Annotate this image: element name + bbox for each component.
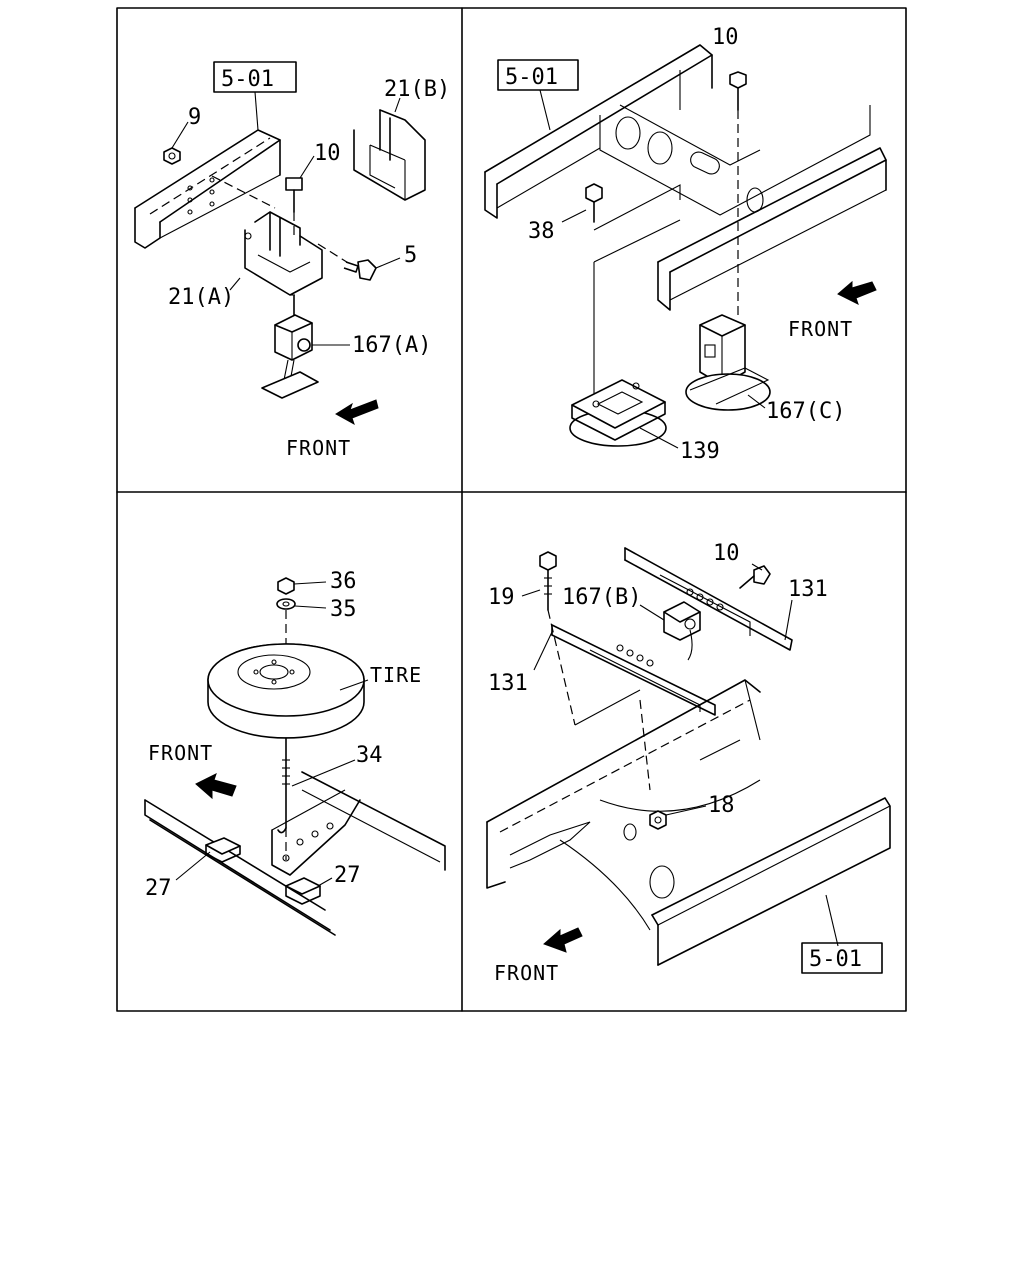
callout-tire: TIRE <box>370 663 422 687</box>
hook-34 <box>277 737 290 834</box>
callout-167B: 167(B) <box>562 585 641 610</box>
ref-box-5-01[interactable]: 5-01 <box>497 59 579 91</box>
frame-rail <box>144 771 446 936</box>
front-label: FRONT <box>286 436 351 460</box>
callout-10: 10 <box>712 25 739 50</box>
spare-tire <box>207 643 365 739</box>
callout-167A: 167(A) <box>352 333 431 358</box>
ref-label: 5-01 <box>505 65 558 90</box>
frame-rail <box>484 44 887 311</box>
nut-18 <box>649 810 667 830</box>
callout-36: 36 <box>330 569 357 594</box>
sensor-167B <box>663 601 701 661</box>
callout-131: 131 <box>488 671 528 696</box>
callout-131: 131 <box>788 577 828 602</box>
panel-bottom-left: 36 35 TIRE 34 <box>144 569 446 936</box>
callout-27: 27 <box>334 863 361 888</box>
nut-9 <box>163 147 181 165</box>
callout-10: 10 <box>713 541 740 566</box>
callout-21A: 21(A) <box>168 285 234 310</box>
bracket-21A <box>244 211 323 296</box>
bracket-21B <box>353 109 426 201</box>
sensor-167C <box>685 314 771 411</box>
bracket-131 <box>551 624 716 716</box>
nut-36 <box>277 577 295 595</box>
bolt-5 <box>317 243 377 281</box>
panel-bottom-right: 19 10 131 167(B) <box>486 541 891 985</box>
diagram-frame <box>116 7 907 1012</box>
front-arrow <box>837 280 877 305</box>
front-label: FRONT <box>148 741 213 765</box>
bracket-139 <box>569 379 667 447</box>
callout-21B: 21(B) <box>384 77 450 102</box>
ref-box-5-01[interactable]: 5-01 <box>213 61 297 93</box>
pad-27 <box>285 877 321 905</box>
callout-139: 139 <box>680 439 720 464</box>
ref-label: 5-01 <box>221 67 274 92</box>
frame-rail <box>134 129 281 249</box>
panel-top-left: 5-01 9 10 <box>134 61 450 460</box>
bracket-167A <box>261 314 319 399</box>
pad-27 <box>205 837 241 863</box>
callout-27: 27 <box>145 876 172 901</box>
washer-35 <box>276 598 296 610</box>
bolt-10 <box>739 565 771 589</box>
callout-34: 34 <box>356 743 383 768</box>
callout-9: 9 <box>188 105 201 130</box>
callout-19: 19 <box>488 585 515 610</box>
panel-top-right: 5-01 10 <box>484 25 887 464</box>
frame-rail <box>486 679 891 966</box>
front-arrow <box>335 399 379 426</box>
bolt-10 <box>285 177 303 213</box>
front-arrow <box>195 773 237 800</box>
bracket-131 <box>624 547 793 651</box>
bolt-19 <box>539 551 557 611</box>
ref-label: 5-01 <box>809 947 862 972</box>
callout-35: 35 <box>330 597 357 622</box>
callout-18: 18 <box>708 793 735 818</box>
callout-167C: 167(C) <box>766 399 845 424</box>
callout-38: 38 <box>528 219 555 244</box>
front-label: FRONT <box>494 961 559 985</box>
bolt-10 <box>729 71 747 111</box>
callout-5: 5 <box>404 243 417 268</box>
front-arrow <box>543 927 583 953</box>
front-label: FRONT <box>788 317 853 341</box>
callout-10: 10 <box>314 141 341 166</box>
ref-box-5-01[interactable]: 5-01 <box>801 942 883 974</box>
bolt-38 <box>585 183 603 223</box>
